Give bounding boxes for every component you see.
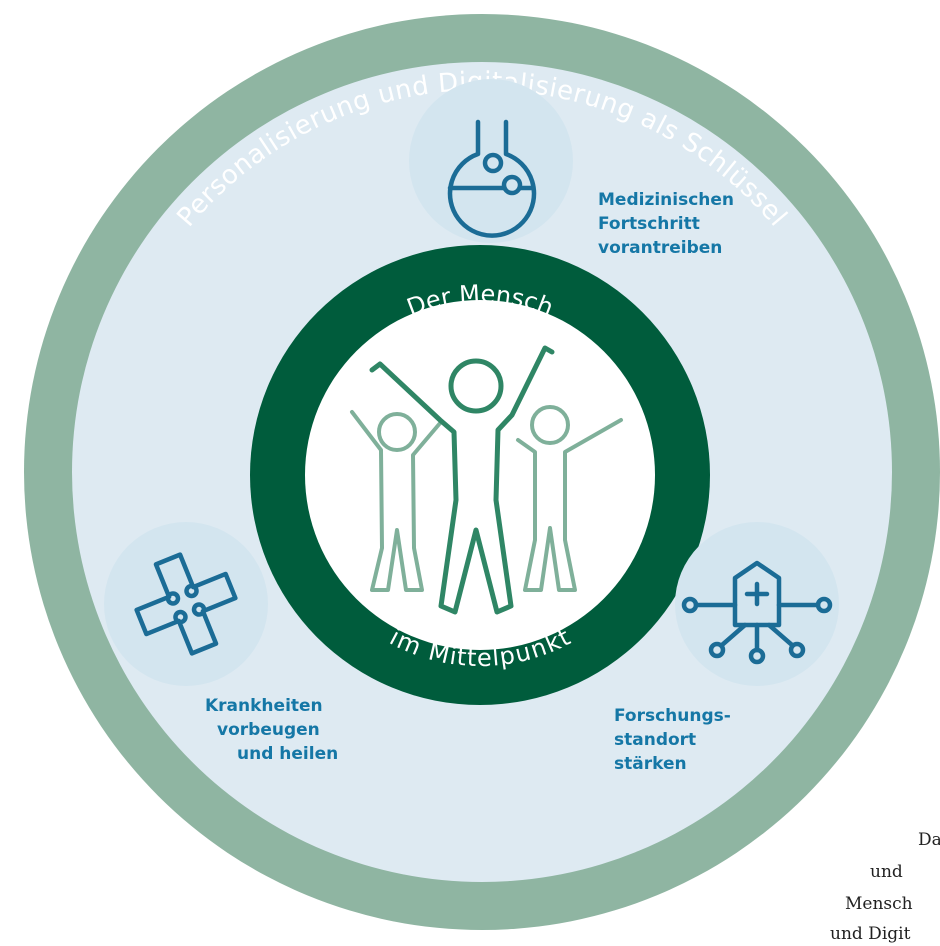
medical-cross-icon [134,552,238,656]
medical-cross-badge [104,522,268,686]
flask-icon [447,119,537,238]
research-building-network-icon [681,560,833,665]
people-cheering-icon [350,345,623,615]
goal-label-prevent-heal: Krankheiten vorbeugen und heilen [205,696,339,764]
goal-label-medical-progress: Medizinischen Fortschritt vorantreiben [598,190,735,258]
center-disc [305,300,655,650]
goal-label-research-location: Forschungs- standort stärken [614,706,731,774]
